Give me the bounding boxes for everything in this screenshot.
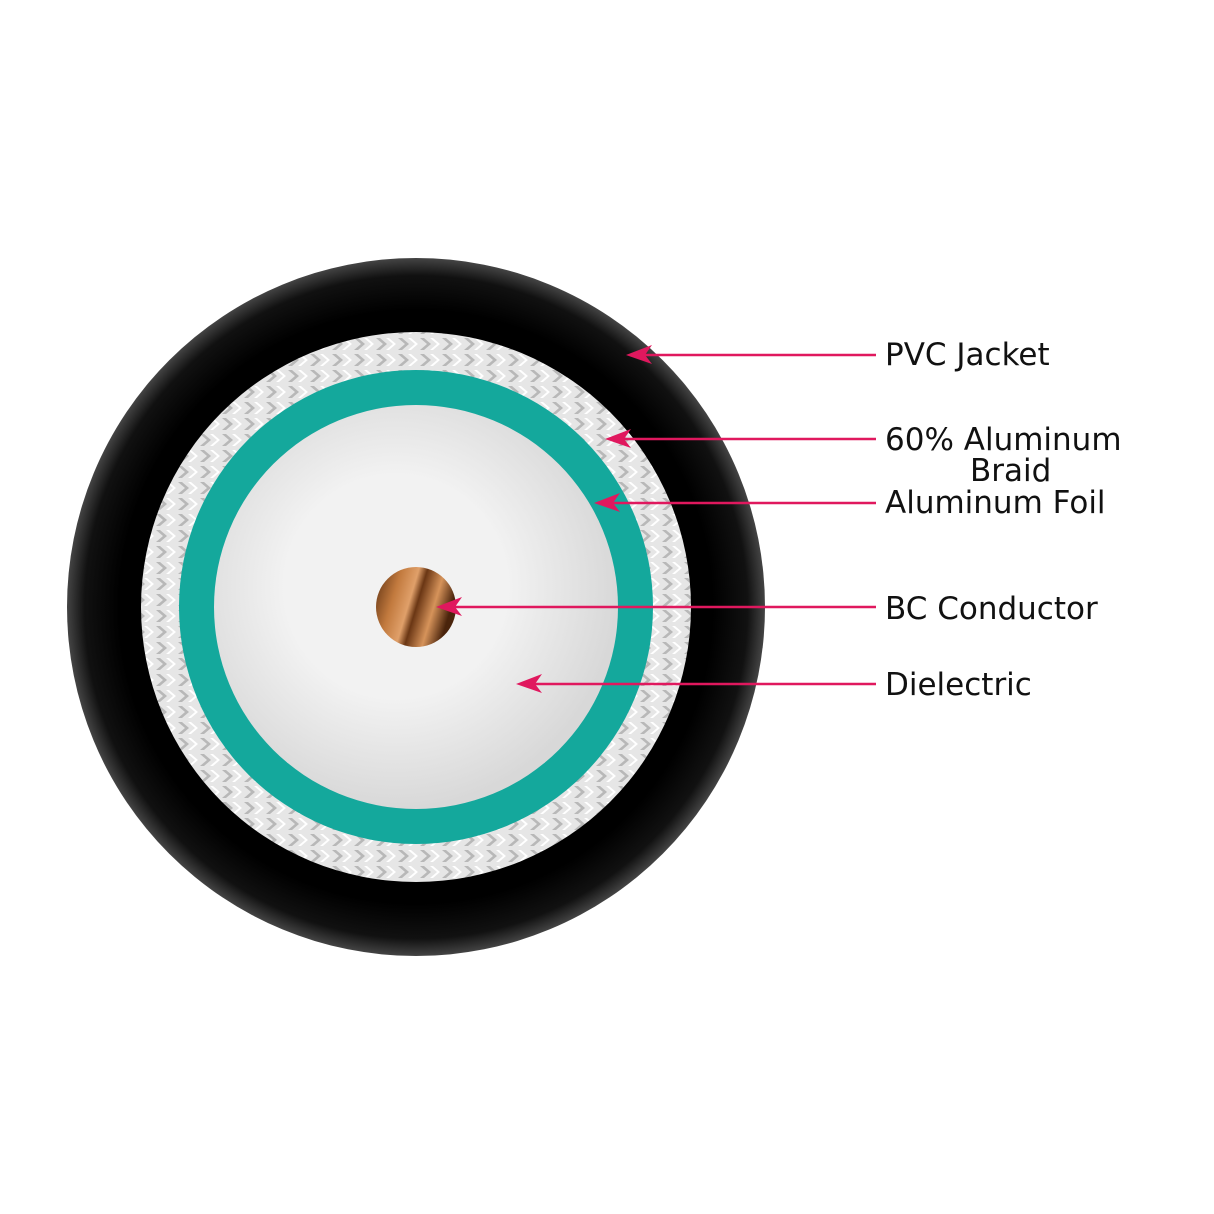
arrowhead-icon <box>626 345 652 364</box>
label-dielectric: Dielectric <box>885 667 1032 703</box>
bc-conductor-core <box>376 567 456 647</box>
arrowhead-icon <box>436 597 462 616</box>
label-bc-conductor: BC Conductor <box>885 591 1098 627</box>
label-aluminum-braid-line2: Braid <box>970 453 1051 489</box>
arrowhead-icon <box>594 493 620 512</box>
label-aluminum-foil: Aluminum Foil <box>885 485 1106 521</box>
arrowhead-icon <box>605 429 631 448</box>
label-pvc-jacket: PVC Jacket <box>885 337 1050 373</box>
label-aluminum-braid-line1: 60% Aluminum <box>885 422 1122 458</box>
arrowhead-icon <box>516 674 542 693</box>
